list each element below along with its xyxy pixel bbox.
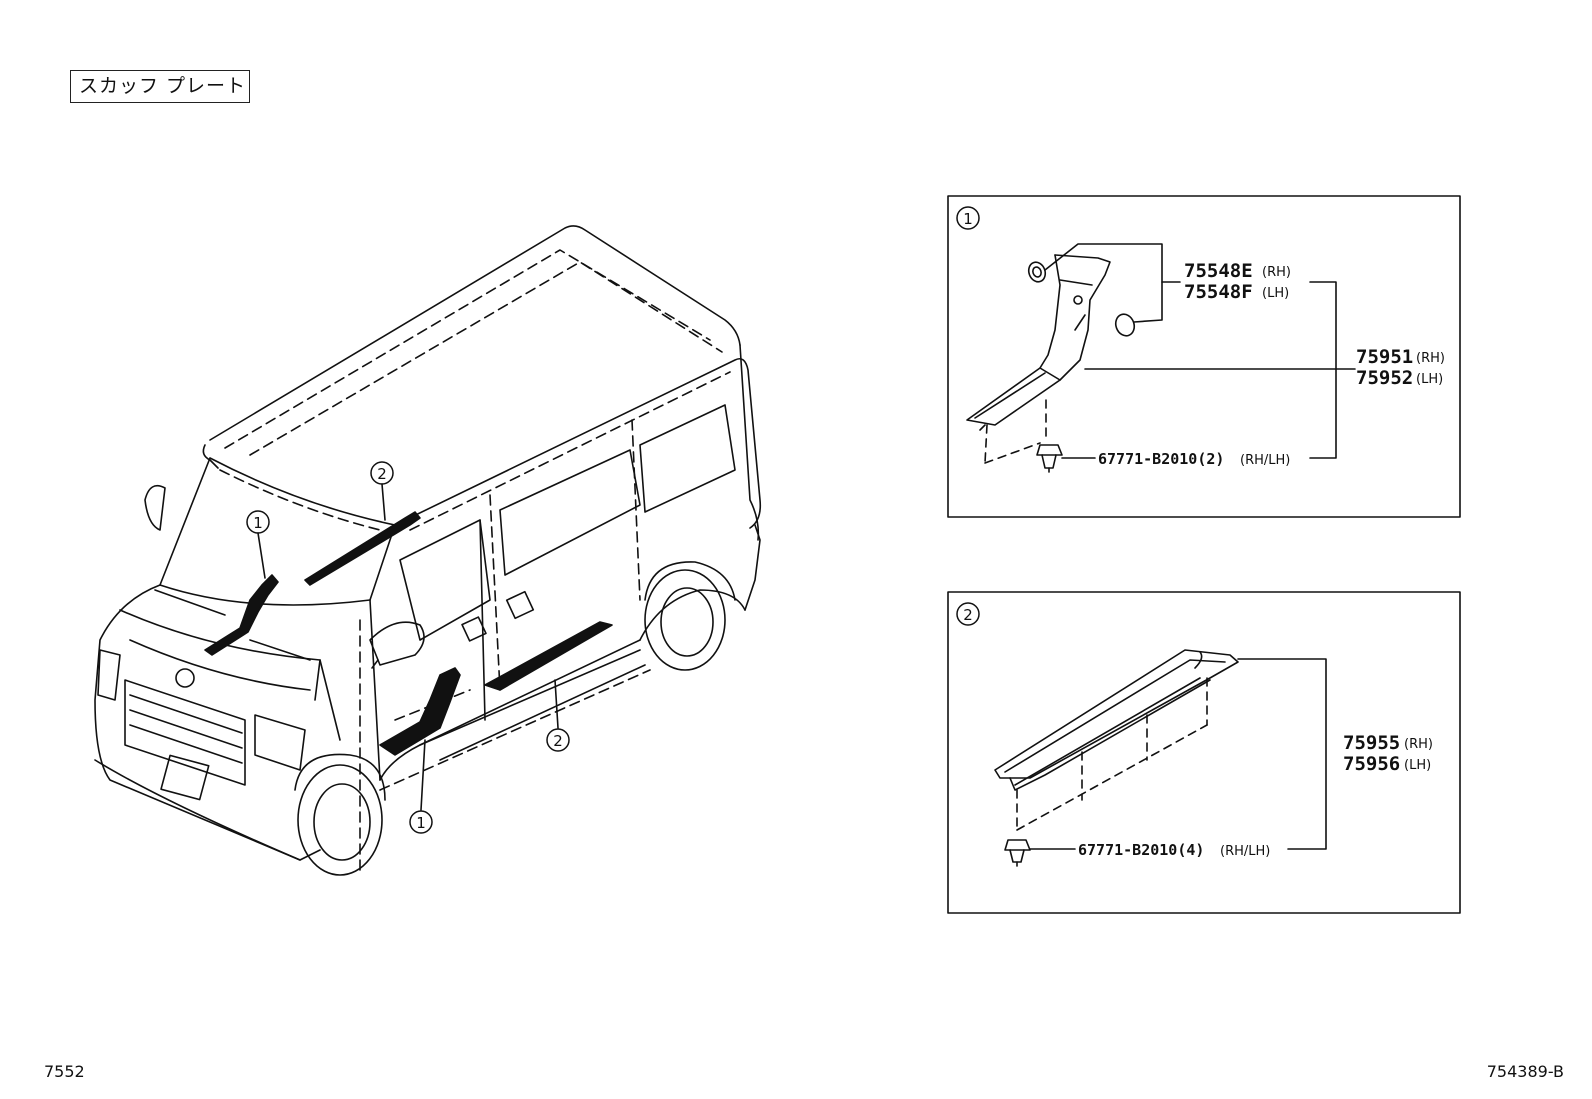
- svg-text:(LH): (LH): [1404, 758, 1431, 773]
- detail-box-1: [947, 195, 1461, 518]
- callout-2-box: 2: [956, 602, 980, 626]
- box2-leader-lines: [1029, 658, 1327, 850]
- part-75548F: 75548F: [1184, 281, 1253, 303]
- page-title: スカッフ プレート: [70, 70, 250, 103]
- sill-plate-rear-part: [994, 649, 1239, 831]
- box1-leader-lines: [1044, 243, 1356, 459]
- sill-plate-front-part: [966, 254, 1111, 464]
- svg-text:1: 1: [416, 814, 426, 832]
- scuff-plate-upper-rear: [304, 511, 421, 586]
- van-illustration: [94, 225, 762, 876]
- svg-text:(RH): (RH): [1416, 351, 1445, 366]
- scuff-plate-front-left: [204, 574, 279, 656]
- callout-1-van-bottom: 1: [409, 810, 433, 834]
- svg-text:2: 2: [963, 606, 973, 624]
- part-75956: 75956: [1343, 753, 1400, 775]
- scuff-plate-rear-right: [484, 621, 613, 691]
- svg-text:2: 2: [553, 732, 563, 750]
- clip-67771-B2010-2: 67771-B2010(2): [1098, 450, 1224, 468]
- clip-67771-B2010-4: 67771-B2010(4): [1078, 841, 1204, 859]
- part-75952: 75952: [1356, 367, 1413, 389]
- svg-text:1: 1: [253, 514, 263, 532]
- clip-box1: [1036, 444, 1063, 473]
- svg-text:2: 2: [377, 465, 387, 483]
- svg-text:(LH): (LH): [1262, 286, 1289, 301]
- grommet-lower: [1114, 313, 1136, 337]
- svg-text:1: 1: [963, 210, 973, 228]
- svg-text:(LH): (LH): [1416, 372, 1443, 387]
- callouts: 1 2 1 2 1 2: [246, 206, 980, 834]
- svg-text:(RH): (RH): [1262, 265, 1291, 280]
- part-75548E: 75548E: [1184, 260, 1253, 282]
- svg-text:(RH/LH): (RH/LH): [1240, 453, 1290, 468]
- callout-1-van-top: 1: [246, 510, 270, 534]
- footer-left-code: 7552: [44, 1062, 85, 1081]
- van-leader-lines: [257, 483, 559, 811]
- callout-2-van-bottom: 2: [546, 728, 570, 752]
- callout-1-box: 1: [956, 206, 980, 230]
- svg-text:(RH/LH): (RH/LH): [1220, 844, 1270, 859]
- detail-box-2: [947, 591, 1461, 914]
- clip-box2: [1004, 839, 1031, 867]
- box2-labels: 75955 (RH) 75956 (LH) 67771-B2010(4) (RH…: [1078, 732, 1433, 859]
- part-75951: 75951: [1356, 346, 1413, 368]
- svg-text:(RH): (RH): [1404, 737, 1433, 752]
- scuff-plate-front-right: [379, 667, 461, 756]
- callout-2-van-top: 2: [370, 461, 394, 485]
- box1-labels: 75548E (RH) 75548F (LH) 75951 (RH) 75952…: [1098, 260, 1445, 468]
- grommet-upper: [1027, 261, 1047, 283]
- part-75955: 75955: [1343, 732, 1400, 754]
- footer-right-code: 754389-B: [1486, 1062, 1564, 1081]
- van-scuff-plates: [204, 511, 613, 756]
